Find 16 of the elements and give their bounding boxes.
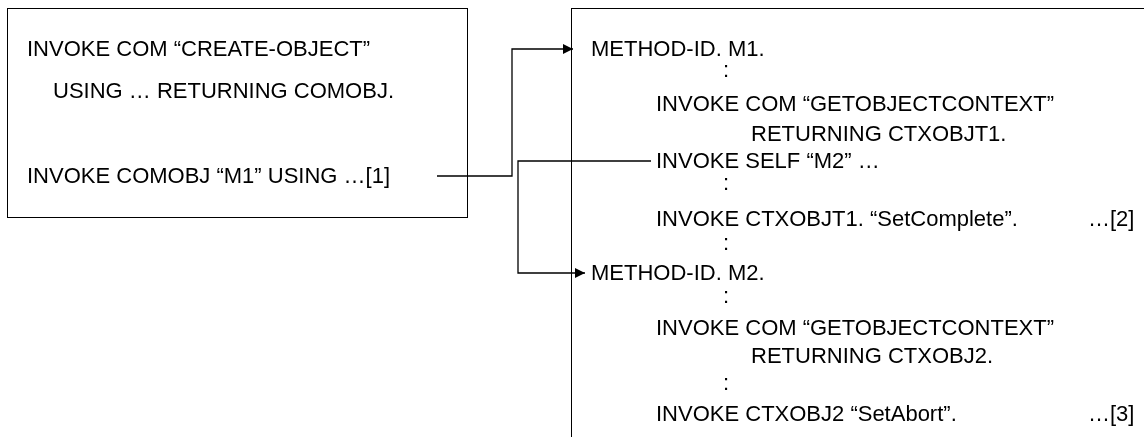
code-line: INVOKE COMOBJ “M1” USING …[1] bbox=[27, 163, 437, 189]
ellipsis-mark: : bbox=[723, 230, 730, 256]
code-panel bbox=[7, 8, 468, 218]
callout-number: …[3] bbox=[1088, 401, 1135, 427]
code-statement: INVOKE COM “GETOBJECTCONTEXT” RETURNING CTXOBJ2. bbox=[656, 314, 1056, 370]
code-statement: INVOKE COM “GETOBJECTCONTEXT” RETURNING CTXOBJT1. bbox=[656, 90, 1056, 148]
ellipsis-mark: : bbox=[723, 283, 730, 309]
arrow bbox=[436, 44, 574, 177]
code-line: INVOKE CTXOBJ2 “SetAbort”. bbox=[656, 401, 957, 427]
ellipsis-mark: : bbox=[723, 370, 730, 396]
code-statement: INVOKE COM “CREATE-OBJECT” USING … RETURNING COMOBJ. bbox=[27, 35, 395, 105]
code-line: METHOD-ID. M2. bbox=[585, 260, 765, 286]
callout-number: …[2] bbox=[1088, 206, 1135, 232]
arrow bbox=[517, 160, 652, 278]
code-line: INVOKE CTXOBJT1. “SetComplete”. bbox=[656, 206, 1018, 232]
code-panel bbox=[571, 8, 1144, 437]
